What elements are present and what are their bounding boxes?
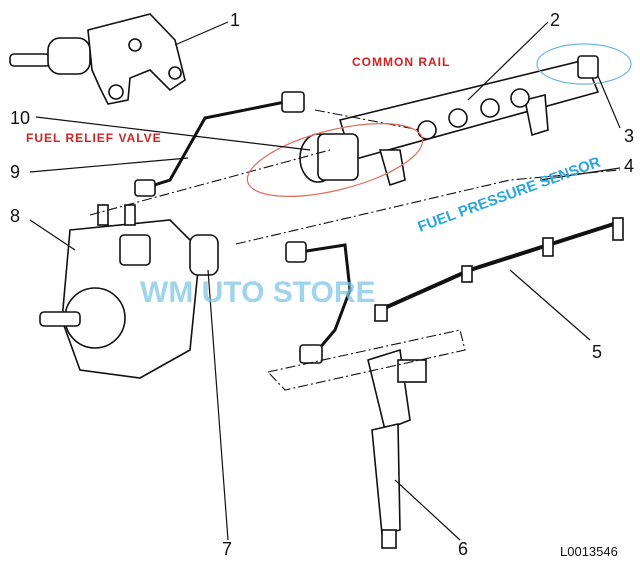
callout-5: 5 <box>592 342 602 362</box>
drawing-code: L0013546 <box>560 544 618 559</box>
callout-3: 3 <box>624 126 634 146</box>
part-1-pressure-valve <box>9 13 186 105</box>
watermark: WM UTO STORE <box>140 276 376 309</box>
fuel-relief-valve-label: FUEL RELIEF VALVE <box>26 131 162 145</box>
fuel-pressure-sensor-label: FUEL PRESSURE SENSOR <box>416 154 603 236</box>
relief-valve-highlight-ellipse <box>246 123 424 197</box>
common-rail-label: COMMON RAIL <box>352 55 450 69</box>
part-2-common-rail <box>299 55 600 187</box>
callout-10: 10 <box>10 108 30 128</box>
callout-7: 7 <box>222 539 232 559</box>
pressure-sensor-highlight-ellipse <box>536 43 632 85</box>
callout-9: 9 <box>10 162 20 182</box>
callout-1: 1 <box>230 10 240 30</box>
callout-6: 6 <box>458 539 468 559</box>
callout-4: 4 <box>624 156 634 176</box>
callout-2: 2 <box>550 10 560 30</box>
part-6-injector <box>367 348 427 549</box>
callout-8: 8 <box>10 206 20 226</box>
part-8-high-pressure-pump <box>39 204 219 379</box>
